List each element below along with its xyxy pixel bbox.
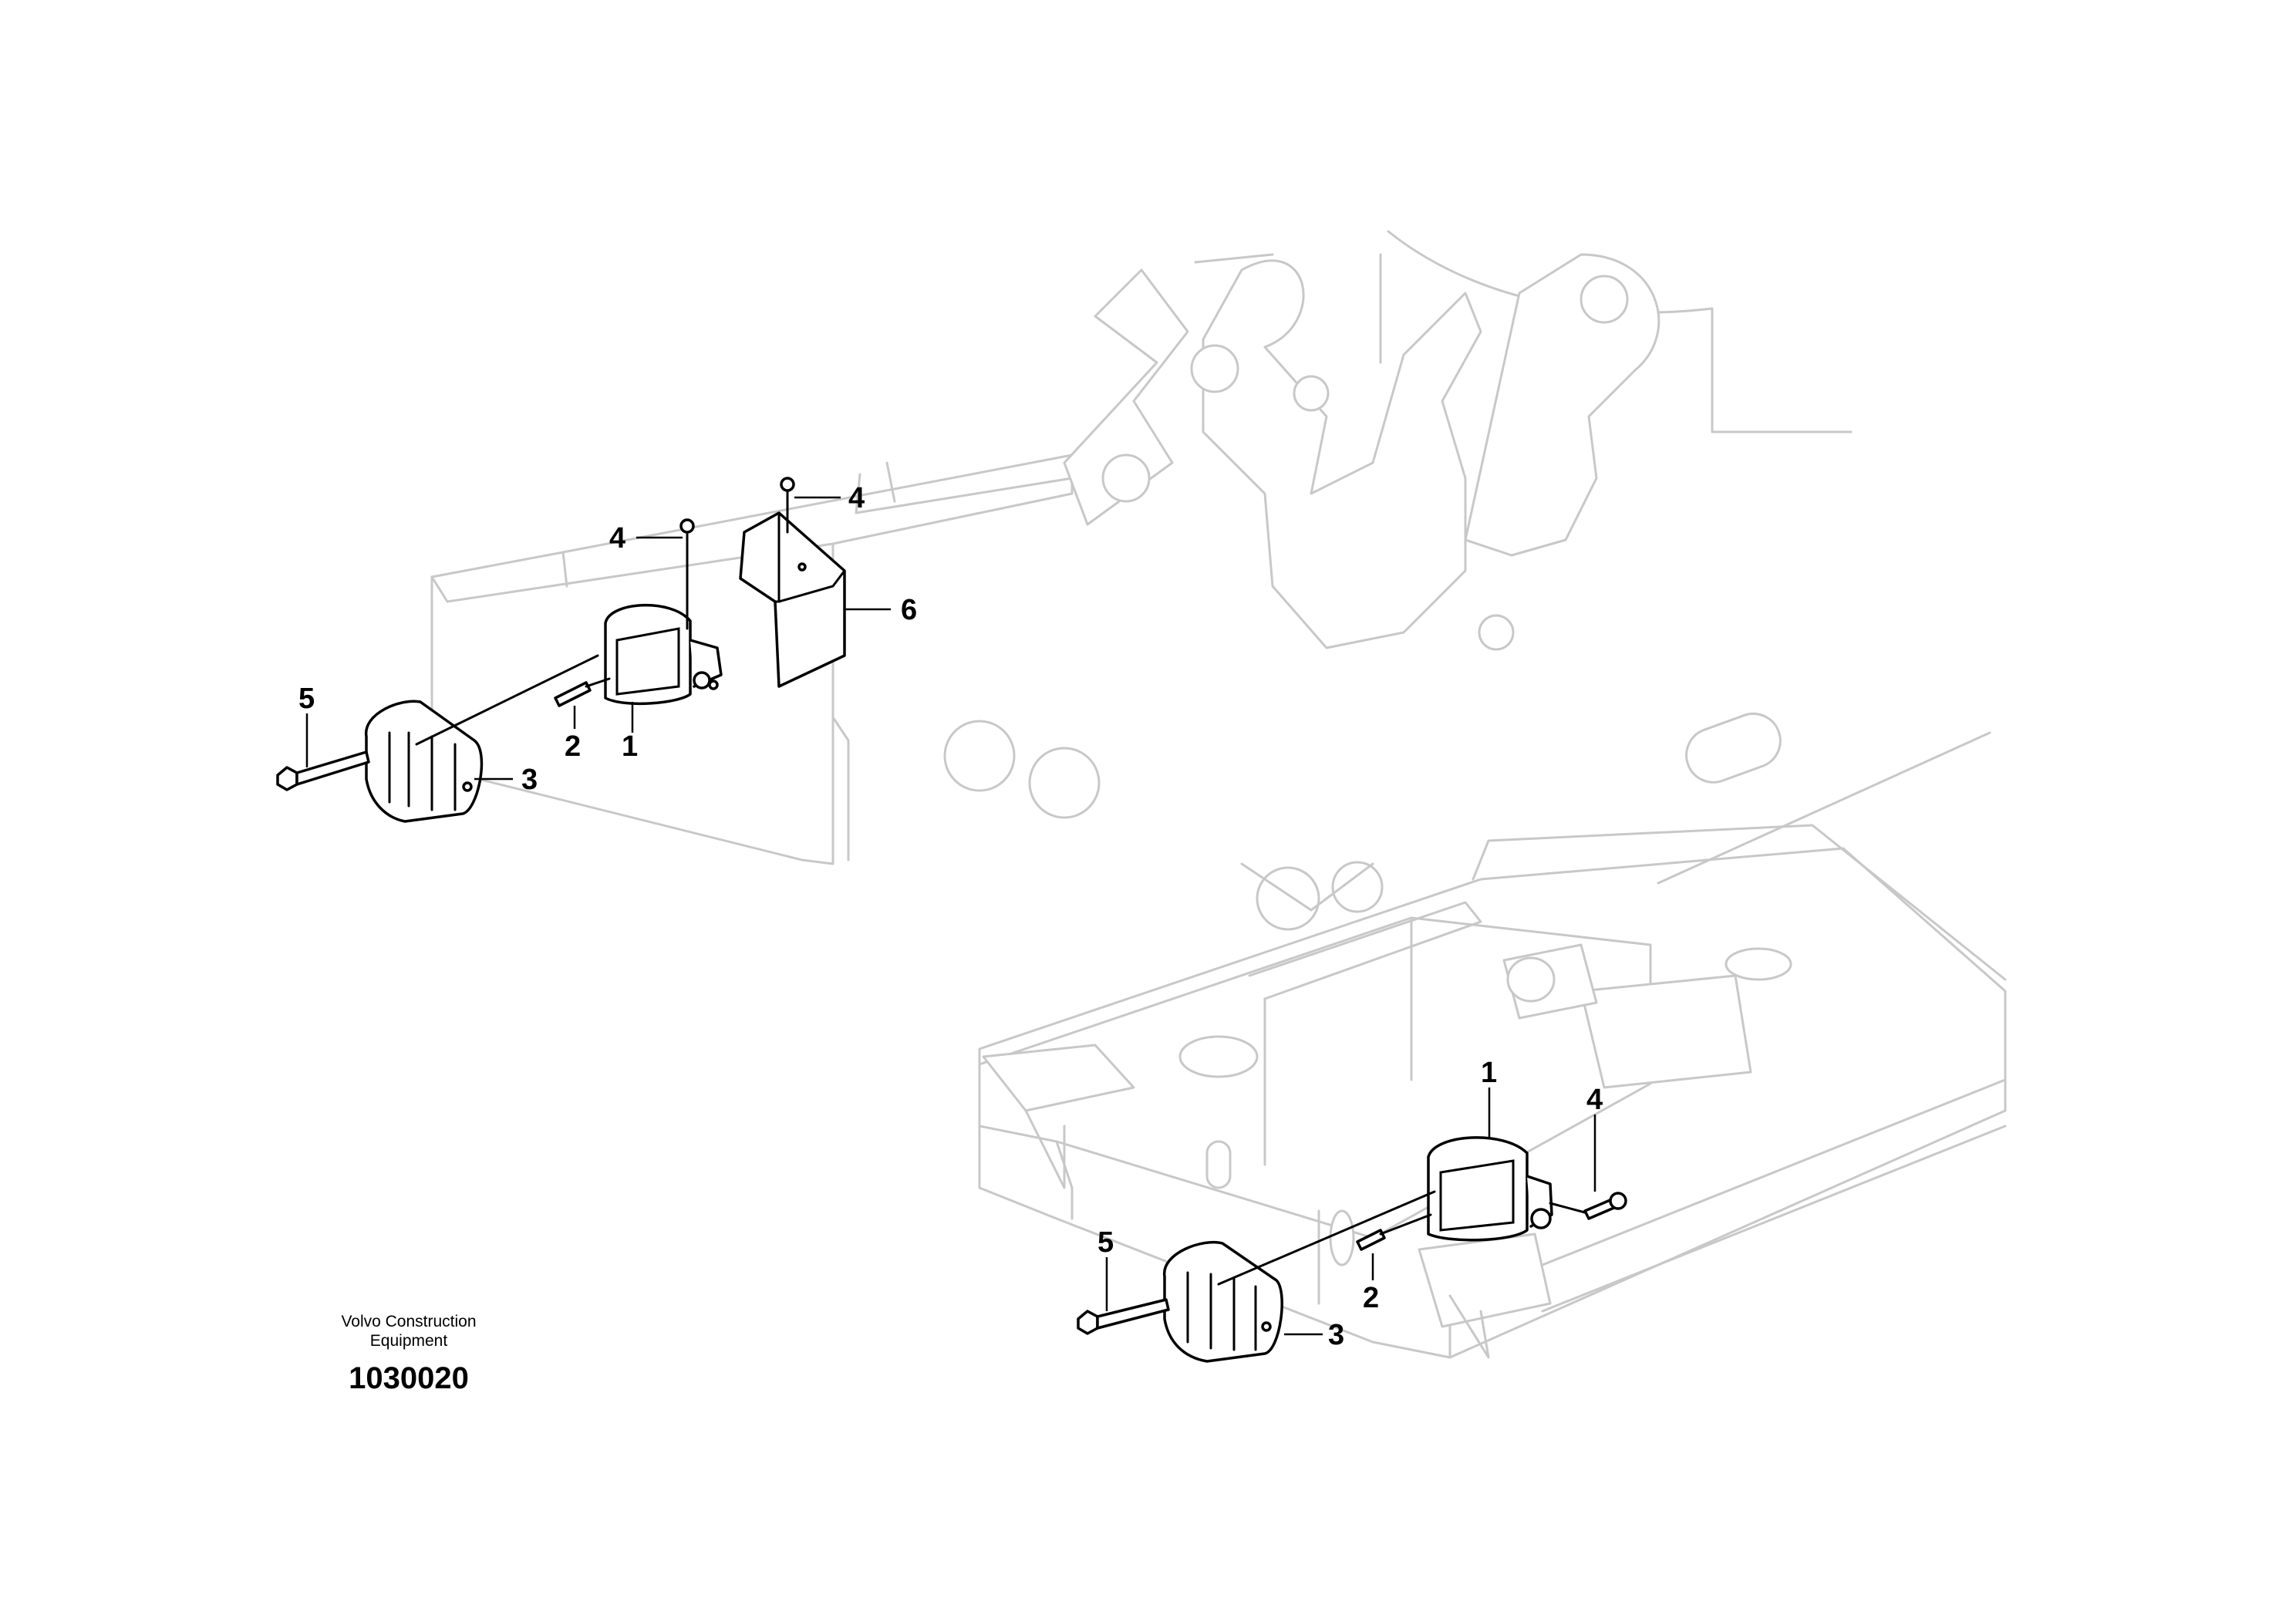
callout-right-5: 5	[1097, 1226, 1114, 1259]
callout-left-6: 6	[901, 594, 917, 626]
right-light-assembly	[1077, 1136, 1627, 1363]
callout-right-3: 3	[1328, 1319, 1344, 1351]
left-light-assembly	[276, 477, 846, 823]
callout-left-5: 5	[298, 683, 315, 715]
callout-right-1: 1	[1481, 1057, 1497, 1089]
callout-right-4: 4	[1586, 1084, 1603, 1116]
callout-labels: 4 4 6 5 2 1 3 1 4 5 2 3	[298, 482, 1603, 1351]
callout-right-2: 2	[1363, 1282, 1379, 1314]
callout-left-4a: 4	[609, 522, 625, 555]
machine-frame	[430, 230, 2007, 1359]
callout-left-4b: 4	[848, 482, 865, 514]
bolt-5	[276, 766, 298, 791]
leader-lines	[305, 496, 1596, 1336]
caption-line-2: Equipment	[370, 1332, 448, 1350]
document-number: 1030020	[349, 1361, 469, 1395]
callout-left-3: 3	[521, 764, 538, 796]
bolt-4-guard	[780, 477, 795, 492]
callout-left-2: 2	[565, 730, 581, 763]
callout-left-1: 1	[622, 730, 638, 763]
lens-cover	[1163, 1240, 1283, 1363]
guard-part	[739, 511, 846, 688]
caption-block: Volvo Construction Equipment 1030020	[341, 1313, 476, 1395]
caption-line-1: Volvo Construction	[341, 1313, 476, 1330]
bolt-4-light	[679, 518, 695, 534]
bolt-2	[1356, 1229, 1386, 1251]
bolt-5	[1077, 1310, 1099, 1335]
bolt-2	[554, 681, 592, 707]
